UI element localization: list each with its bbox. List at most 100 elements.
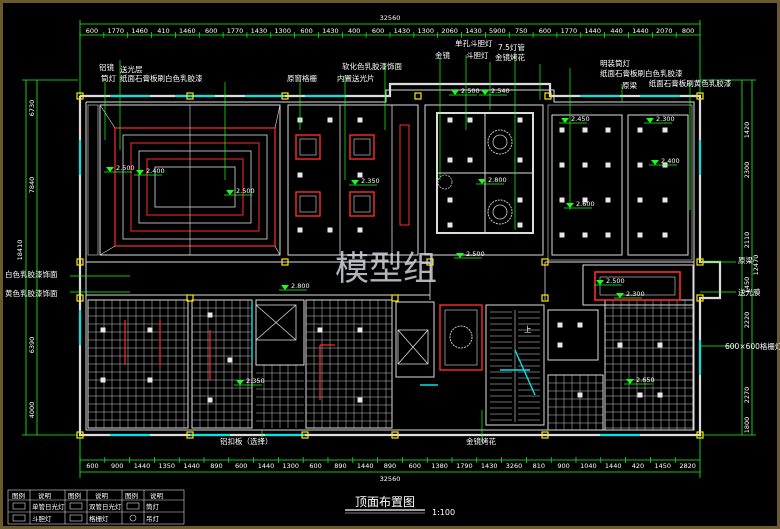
cyan-accents bbox=[251, 302, 536, 396]
room-gold-mirror bbox=[439, 304, 483, 371]
elevator-shaft bbox=[255, 304, 429, 365]
elevation-marker bbox=[236, 380, 244, 385]
label-aluminum-ceiling: 铝扣板（选择） bbox=[220, 436, 273, 446]
light-fixture bbox=[637, 127, 643, 133]
label-leaders bbox=[70, 52, 736, 442]
top-dim-value: 2060 bbox=[441, 27, 458, 35]
legend-header: 说明 bbox=[38, 491, 52, 500]
light-fixture bbox=[297, 172, 303, 178]
elevation-marker bbox=[646, 118, 654, 123]
top-dim-value: 800 bbox=[682, 27, 694, 35]
label-light-film: 送光膜 bbox=[738, 287, 761, 297]
bottom-dim-value: 900 bbox=[557, 462, 569, 470]
top-dim-value: 1440 bbox=[584, 27, 601, 35]
light-fixture bbox=[559, 197, 565, 203]
elevation-value: 2.500 bbox=[236, 187, 255, 195]
right-dim-value: 1800 bbox=[743, 417, 751, 434]
right-dim-value: 1420 bbox=[743, 122, 751, 139]
top-dim-value: 1770 bbox=[561, 27, 578, 35]
light-fixture bbox=[605, 127, 611, 133]
light-fixture bbox=[662, 197, 668, 203]
column bbox=[414, 92, 422, 100]
bottom-dim-value: 1450 bbox=[655, 462, 672, 470]
top-dim-value: 600 bbox=[300, 27, 312, 35]
top-dim-value: 1460 bbox=[131, 27, 148, 35]
legend-symbols bbox=[12, 502, 140, 522]
column bbox=[281, 92, 289, 100]
column bbox=[541, 258, 549, 266]
staircase bbox=[490, 310, 540, 422]
label-gypsum-white-right: 纸面石膏板刷白色乳胶漆 bbox=[600, 68, 683, 78]
label-light-sheet: 内置送光片 bbox=[337, 73, 375, 83]
bottom-dim-value: 1440 bbox=[258, 462, 275, 470]
legend-text: 图例说明图例说明图例说明单管日光灯双管日光灯筒灯斗胆灯格栅灯吊灯 bbox=[12, 491, 164, 523]
top-dim-value: 1430 bbox=[322, 27, 339, 35]
elevation-marker bbox=[136, 170, 144, 175]
legend-cell: 斗胆灯 bbox=[32, 514, 52, 523]
label-soft-paint: 软化色乳胶漆饰面 bbox=[342, 61, 402, 71]
legend-cell: 格栅灯 bbox=[89, 514, 109, 523]
elevation-marker bbox=[106, 167, 114, 172]
bottom-dim-value: 810 bbox=[533, 462, 545, 470]
label-gold-mirror-bottom: 金镜烤花 bbox=[466, 436, 496, 446]
elevation-value: 2.400 bbox=[146, 167, 165, 175]
column bbox=[541, 431, 549, 439]
red-partitions bbox=[124, 320, 335, 400]
label-surface-downlight: 明装筒灯 bbox=[600, 58, 630, 68]
room-right-upper bbox=[547, 104, 693, 261]
label-gold-mirror-engraved: 金镜烤花 bbox=[495, 52, 525, 62]
legend-header: 说明 bbox=[150, 491, 164, 500]
elevation-marker bbox=[626, 379, 634, 384]
light-fixture bbox=[467, 157, 473, 163]
light-fixture bbox=[357, 227, 363, 233]
column bbox=[541, 294, 549, 302]
room-chandelier-ceiling bbox=[424, 104, 544, 256]
light-fixture bbox=[297, 227, 303, 233]
elevation-marker bbox=[481, 90, 489, 95]
bottom-dim-value: 890 bbox=[210, 462, 222, 470]
bottom-dim-value: 1440 bbox=[183, 462, 200, 470]
elevation-value: 2.540 bbox=[491, 87, 510, 95]
elevation-value: 2.350 bbox=[361, 177, 380, 185]
elevation-value: 2.600 bbox=[576, 200, 595, 208]
label-gypsum-white: 纸面石膏板刷白色乳胶漆 bbox=[120, 73, 203, 83]
light-fixture bbox=[207, 312, 213, 318]
elevation-marker bbox=[561, 118, 569, 123]
drawing-title: 顶面布置图 bbox=[355, 495, 415, 509]
bottom-dim-value: 1790 bbox=[456, 462, 473, 470]
label-aluminum-mirror: 铝镜 bbox=[99, 62, 114, 72]
column bbox=[544, 92, 552, 100]
light-fixture bbox=[605, 197, 611, 203]
label-stair-up: 上 bbox=[524, 325, 532, 334]
top-dim-value: 1300 bbox=[274, 27, 291, 35]
top-dim-value: 1460 bbox=[179, 27, 196, 35]
legend-header: 说明 bbox=[95, 491, 109, 500]
light-fixture bbox=[637, 232, 643, 238]
left-dim-value: 6390 bbox=[28, 337, 36, 354]
column bbox=[696, 92, 704, 100]
bottom-dim-value: 600 bbox=[309, 462, 321, 470]
elevation-value: 2.500 bbox=[461, 87, 480, 95]
bottom-dim-value: 2820 bbox=[679, 462, 696, 470]
bottom-dim-value: 1300 bbox=[283, 462, 300, 470]
light-fixture bbox=[517, 197, 523, 203]
bottom-dim-value: 600 bbox=[409, 462, 421, 470]
elevation-marker bbox=[451, 90, 459, 95]
elevation-value: 2.300 bbox=[656, 115, 675, 123]
column bbox=[301, 431, 309, 439]
right-dim-value: 1450 bbox=[743, 277, 751, 294]
right-dim-value: 2110 bbox=[743, 232, 751, 249]
light-fixture bbox=[207, 397, 213, 403]
light-fixture bbox=[582, 162, 588, 168]
light-fixture bbox=[327, 117, 333, 123]
elevation-value: 2.500 bbox=[606, 277, 625, 285]
bottom-dim-value: 1440 bbox=[134, 462, 151, 470]
elevation-value: 2.300 bbox=[626, 290, 645, 298]
label-gypsum-yellow: 纸面石膏板刷黄色乳胶漆 bbox=[649, 78, 732, 88]
room-coffered-ceiling bbox=[87, 104, 281, 256]
bottom-dim-value: 890 bbox=[334, 462, 346, 470]
overall-width-bottom-label: 32560 bbox=[380, 475, 401, 483]
